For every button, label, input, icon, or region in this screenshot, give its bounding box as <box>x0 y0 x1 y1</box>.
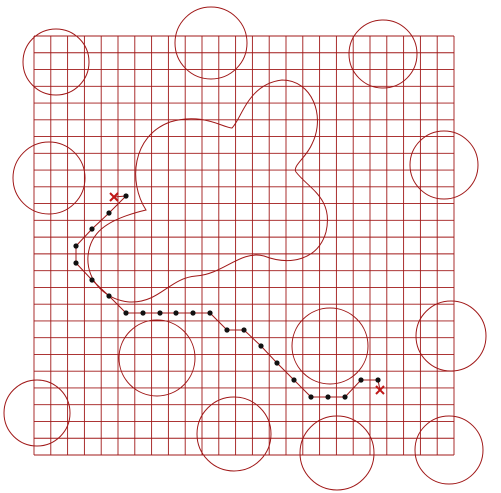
obstacle-circle <box>414 415 484 485</box>
obstacle-circle <box>174 6 248 80</box>
waypoint <box>106 210 112 216</box>
obstacle-circle <box>291 307 369 385</box>
waypoint <box>123 310 129 316</box>
waypoint <box>291 377 297 383</box>
waypoint <box>224 327 230 333</box>
obstacle-circle <box>415 300 487 372</box>
obstacle-circle <box>196 396 272 472</box>
start-marker-stroke <box>109 192 119 202</box>
waypoint <box>89 226 95 232</box>
obstacle-circle <box>348 19 418 89</box>
waypoint <box>358 377 364 383</box>
waypoint <box>89 277 95 283</box>
waypoint <box>308 394 314 400</box>
goal-marker-stroke <box>375 385 385 395</box>
grid <box>33 35 455 456</box>
obstacle-circle <box>299 415 375 491</box>
waypoint <box>123 193 129 199</box>
obstacle-circle <box>3 379 71 447</box>
waypoint <box>106 293 112 299</box>
waypoint <box>274 360 280 366</box>
endpoints <box>109 192 385 395</box>
waypoints <box>73 193 381 400</box>
waypoint <box>342 394 348 400</box>
waypoint <box>258 343 264 349</box>
waypoint <box>157 310 163 316</box>
waypoint <box>73 243 79 249</box>
blob-obstacle <box>87 79 328 303</box>
obstacle-circle <box>409 130 479 200</box>
waypoint <box>241 327 247 333</box>
waypoint <box>173 310 179 316</box>
waypoint <box>73 260 79 266</box>
waypoint <box>207 310 213 316</box>
goal-marker <box>375 385 385 395</box>
obstacle-circle <box>118 319 196 397</box>
obstacle-circle <box>22 28 90 96</box>
waypoint <box>140 310 146 316</box>
circular-obstacles <box>3 6 487 491</box>
waypoint <box>325 394 331 400</box>
obstacle-circle <box>12 141 86 215</box>
start-marker <box>109 192 119 202</box>
waypoint <box>190 310 196 316</box>
waypoint <box>375 377 381 383</box>
